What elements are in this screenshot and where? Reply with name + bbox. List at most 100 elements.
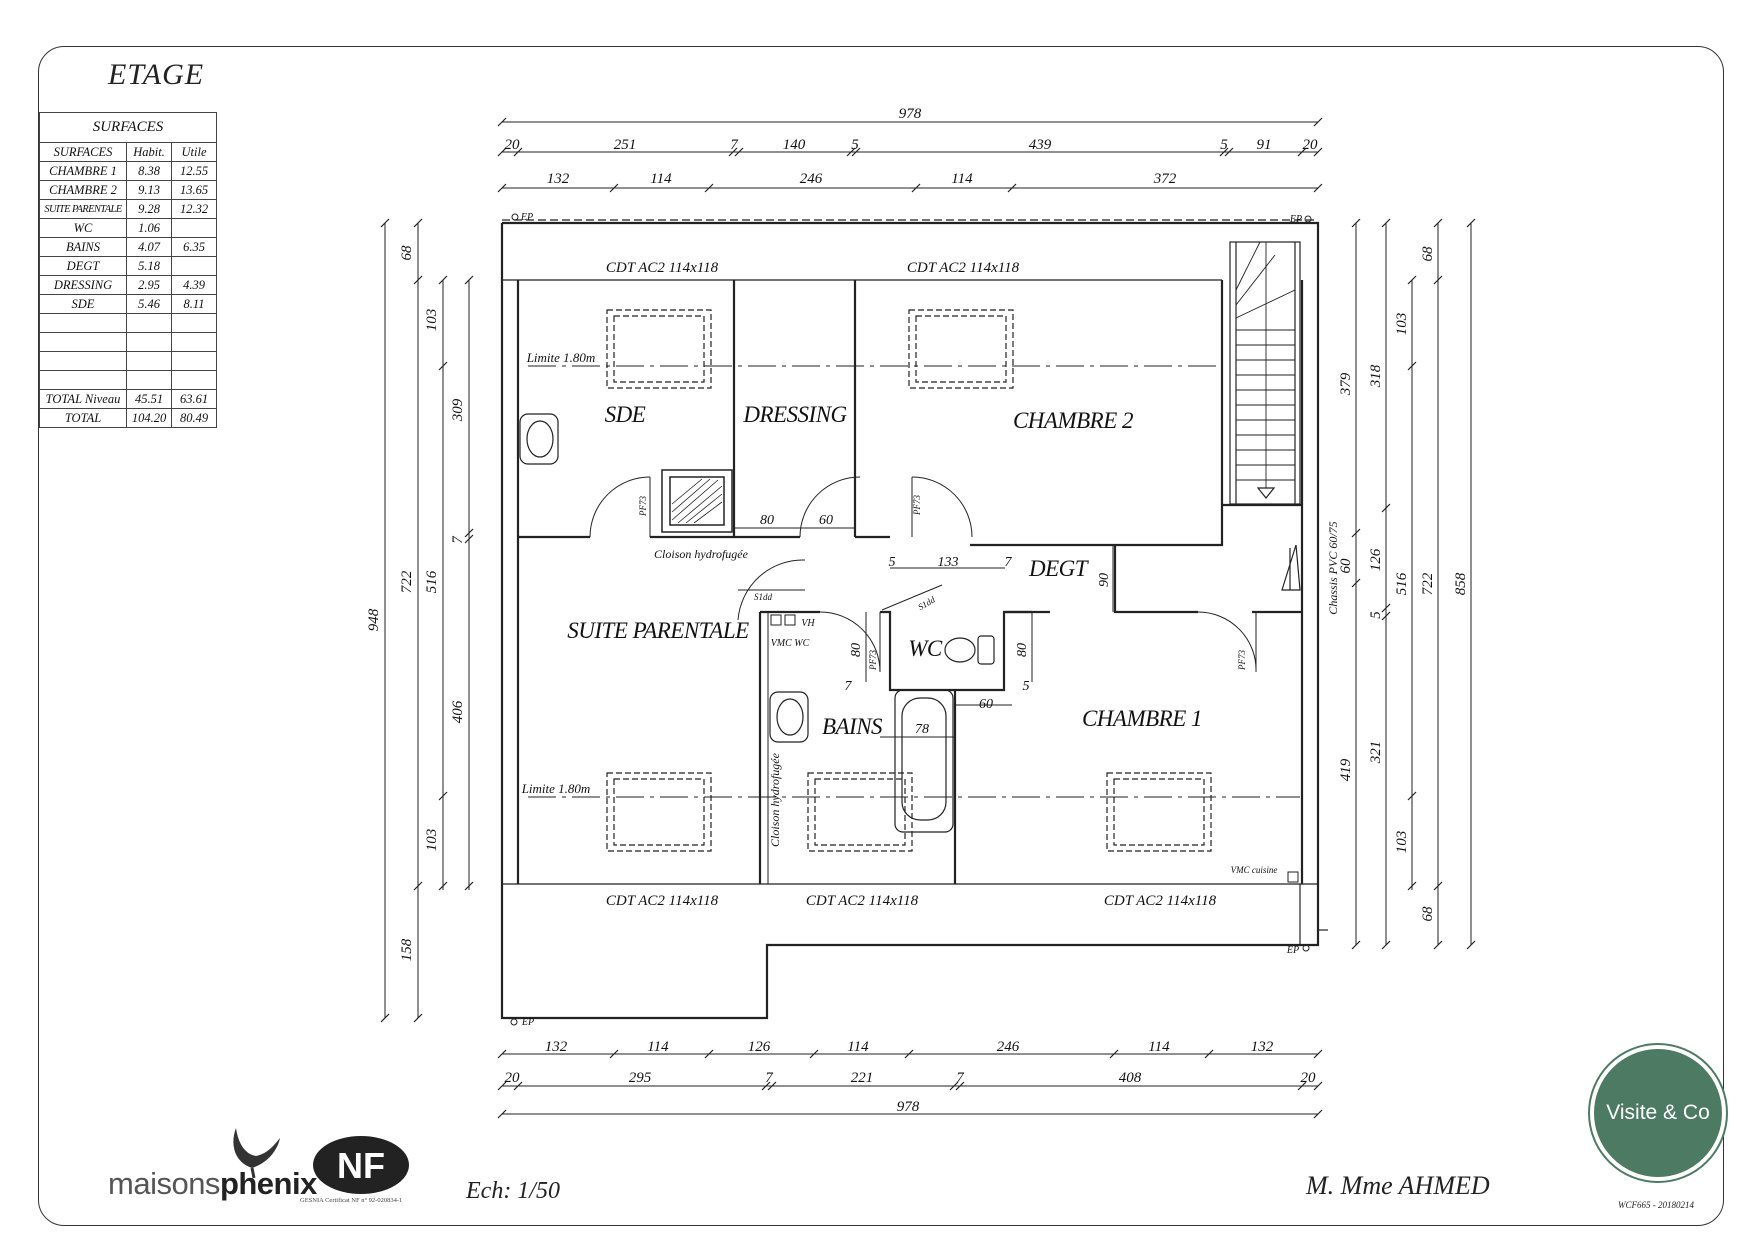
dimension-label: 114 bbox=[650, 171, 672, 187]
dimension-label: 246 bbox=[800, 171, 823, 187]
velux-label: CDT AC2 114x118 bbox=[806, 893, 919, 909]
dimension-label: 7 bbox=[730, 137, 739, 153]
room-label-wc: WC bbox=[908, 636, 943, 661]
ep-label: EP bbox=[1286, 945, 1299, 956]
dimension-label: 408 bbox=[1119, 1070, 1142, 1086]
dimension-label: 103 bbox=[424, 309, 440, 332]
right-dimension-lines bbox=[1351, 218, 1476, 950]
phenix-bird-icon bbox=[233, 1128, 280, 1179]
dimension-label: 103 bbox=[1394, 831, 1410, 854]
dimension-label: 5 bbox=[1220, 137, 1228, 153]
row-habit: 2.95 bbox=[126, 275, 172, 295]
row-utile: 12.55 bbox=[171, 161, 217, 181]
dimension-label: 516 bbox=[424, 570, 440, 593]
dimension-label: 5 bbox=[889, 555, 896, 570]
dimension-label: 722 bbox=[399, 570, 415, 593]
column-header: Utile bbox=[171, 142, 217, 162]
room-label-degt: DEGT bbox=[1028, 556, 1090, 581]
row-habit: 8.38 bbox=[126, 161, 172, 181]
dimension-label: 295 bbox=[629, 1070, 652, 1086]
dimension-label: 406 bbox=[450, 700, 466, 723]
room-label-bains: BAINS bbox=[822, 714, 883, 739]
dimension-label: 221 bbox=[851, 1070, 874, 1086]
dimension-label: 60 bbox=[979, 697, 993, 712]
staircase bbox=[1229, 241, 1301, 505]
room-label-dressing: DRESSING bbox=[742, 402, 847, 427]
row-name: WC bbox=[39, 218, 127, 238]
vmc-markers bbox=[770, 614, 1299, 883]
dimension-label: 78 bbox=[915, 722, 929, 737]
dimension-label: 91 bbox=[1257, 137, 1272, 153]
velux-label: CDT AC2 114x118 bbox=[907, 260, 1020, 276]
dimension-label: 103 bbox=[1394, 313, 1410, 336]
annotations: CDT AC2 114x118 CDT AC2 114x118 CDT AC2 … bbox=[520, 212, 1340, 1028]
velux-label: CDT AC2 114x118 bbox=[606, 260, 719, 276]
top-dimension-labels: 978 20 251 7 140 5 439 5 91 20 132 114 2… bbox=[505, 106, 1319, 187]
dimension-label: 133 bbox=[938, 555, 959, 570]
dimension-label: 90 bbox=[1097, 573, 1112, 587]
reference-code: WCF665 - 20180214 bbox=[1618, 1200, 1694, 1210]
ep-markers bbox=[510, 213, 1312, 1026]
row-utile: 4.39 bbox=[171, 275, 217, 295]
washbasin-icon bbox=[519, 413, 809, 743]
dimension-label: 439 bbox=[1029, 137, 1052, 153]
ep-label: EP bbox=[521, 1017, 534, 1028]
brand-light: maisons bbox=[108, 1166, 220, 1201]
dimension-label: 251 bbox=[614, 137, 637, 153]
dimension-label: 80 bbox=[760, 513, 774, 528]
row-habit: 5.18 bbox=[126, 256, 172, 276]
ep-label: EP bbox=[520, 212, 533, 223]
dimension-label: 140 bbox=[783, 137, 806, 153]
velux-label: CDT AC2 114x118 bbox=[1104, 893, 1217, 909]
dimension-label: 60 bbox=[819, 513, 833, 528]
room-label-sde: SDE bbox=[605, 402, 646, 427]
dimension-label: 379 bbox=[1338, 372, 1354, 396]
dimension-label: 978 bbox=[897, 1099, 920, 1115]
vmc-label: VMC WC bbox=[771, 638, 810, 649]
limit-label: Limite 1.80m bbox=[521, 781, 591, 796]
dimension-label: 419 bbox=[1338, 758, 1354, 781]
dimension-label: 7 bbox=[1005, 555, 1013, 570]
drawing-sheet-frame bbox=[38, 46, 1724, 1226]
bottom-dimension-lines bbox=[497, 1049, 1323, 1119]
dimension-label: 126 bbox=[1368, 548, 1384, 571]
door-label: PF73 bbox=[1237, 650, 1247, 671]
brand-logo: maisonsphenix bbox=[108, 1166, 317, 1202]
door-label: PF73 bbox=[638, 496, 648, 517]
row-utile: 8.11 bbox=[171, 294, 217, 314]
dimension-label: 68 bbox=[399, 245, 415, 261]
dimension-label: 978 bbox=[899, 106, 922, 122]
left-dimension-lines bbox=[380, 218, 474, 1023]
dimension-label: 5 bbox=[1368, 611, 1384, 619]
row-habit: 104.20 bbox=[126, 408, 172, 428]
dimension-label: 68 bbox=[1420, 246, 1436, 262]
column-header: Habit. bbox=[126, 142, 172, 162]
interior-dimension-labels: 80 60 5 133 7 90 80 7 80 5 60 78 bbox=[760, 513, 1112, 737]
dimension-label: 948 bbox=[366, 608, 382, 631]
dimension-label: 60 bbox=[1338, 558, 1354, 574]
dimension-label: 103 bbox=[424, 829, 440, 852]
vh-label: VH bbox=[801, 618, 815, 629]
scale-label: Ech: 1/50 bbox=[466, 1178, 560, 1204]
dimension-label: 132 bbox=[1251, 1039, 1274, 1055]
dimension-label: 20 bbox=[505, 137, 521, 153]
limit-lines bbox=[528, 365, 1300, 798]
door-label: PF73 bbox=[912, 495, 922, 516]
empty-row bbox=[39, 332, 217, 352]
dimension-label: 7 bbox=[956, 1070, 965, 1086]
roof-lines bbox=[502, 279, 1328, 945]
door-label: PF73 bbox=[868, 650, 878, 671]
dimension-label: 114 bbox=[847, 1039, 869, 1055]
dimension-label: 372 bbox=[1153, 171, 1177, 187]
door-swings bbox=[589, 476, 1257, 673]
exterior-walls bbox=[500, 219, 1320, 1020]
dimension-label: 5 bbox=[1023, 679, 1030, 694]
visite-co-badge: Visite & Co bbox=[1590, 1045, 1726, 1181]
surfaces-table: SURFACES SURFACES Habit. Utile CHAMBRE 1… bbox=[39, 112, 217, 428]
